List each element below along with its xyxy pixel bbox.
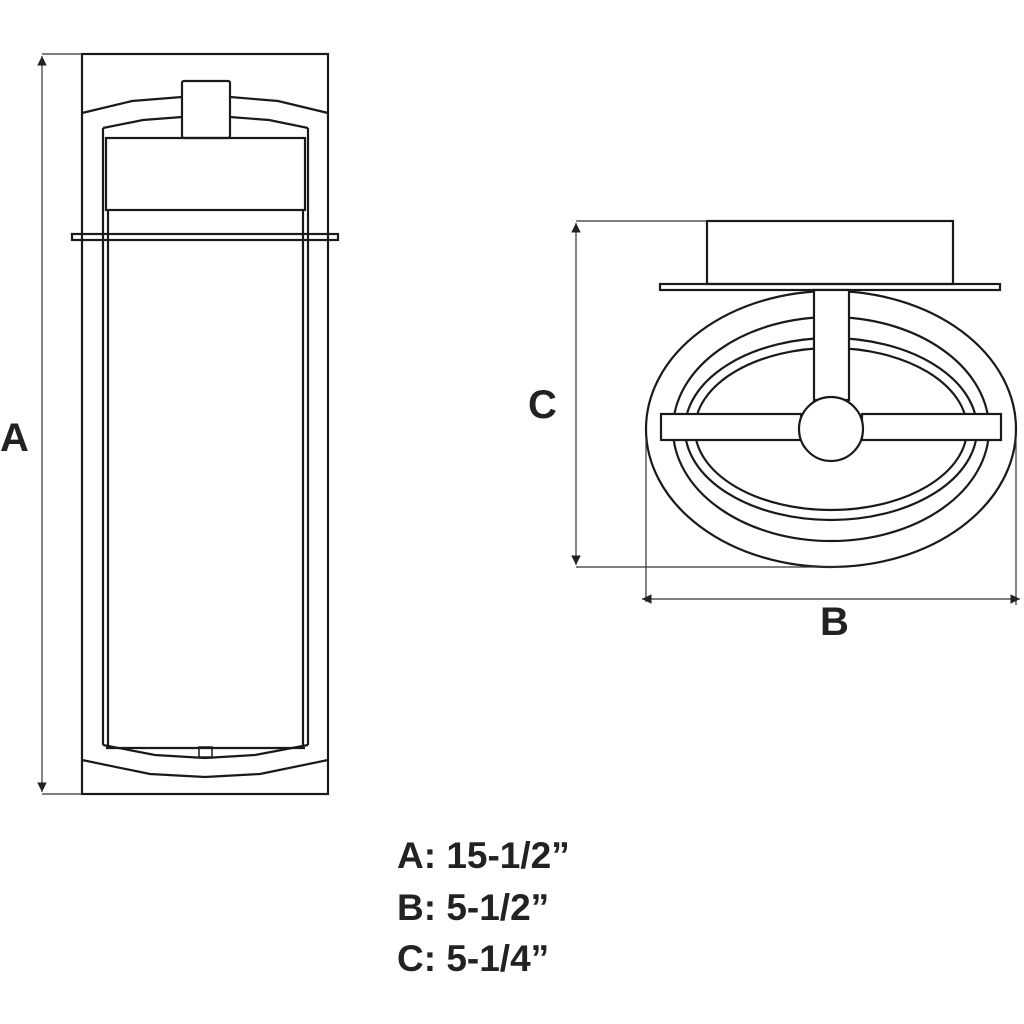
dimension-b xyxy=(642,440,1020,605)
center-hub xyxy=(797,395,865,463)
dimension-c xyxy=(571,220,840,568)
stem xyxy=(812,288,851,402)
outer-top-arch xyxy=(81,95,329,115)
dimension-c-value: C: 5-1/4” xyxy=(397,938,550,979)
front-view xyxy=(70,52,340,796)
inner-top-arch xyxy=(102,115,309,130)
outer-bottom-arch xyxy=(81,758,329,779)
dimension-a xyxy=(37,53,82,795)
top-housing xyxy=(104,136,307,212)
crossbar xyxy=(70,232,340,242)
label-a: A xyxy=(0,416,29,460)
backplate-box xyxy=(705,219,955,286)
label-b: B xyxy=(820,600,849,644)
front-outline xyxy=(80,52,330,796)
left-arm xyxy=(659,412,803,442)
dimension-b-value: B: 5-1/2” xyxy=(397,887,550,928)
side-view xyxy=(644,219,1018,569)
bottom-nub xyxy=(198,746,213,758)
inner-bottom-arch xyxy=(102,743,309,760)
mount-nub xyxy=(180,79,232,140)
label-c: C xyxy=(528,383,557,427)
dimension-a-value: A: 15-1/2” xyxy=(397,835,570,876)
right-arm xyxy=(860,412,1003,442)
